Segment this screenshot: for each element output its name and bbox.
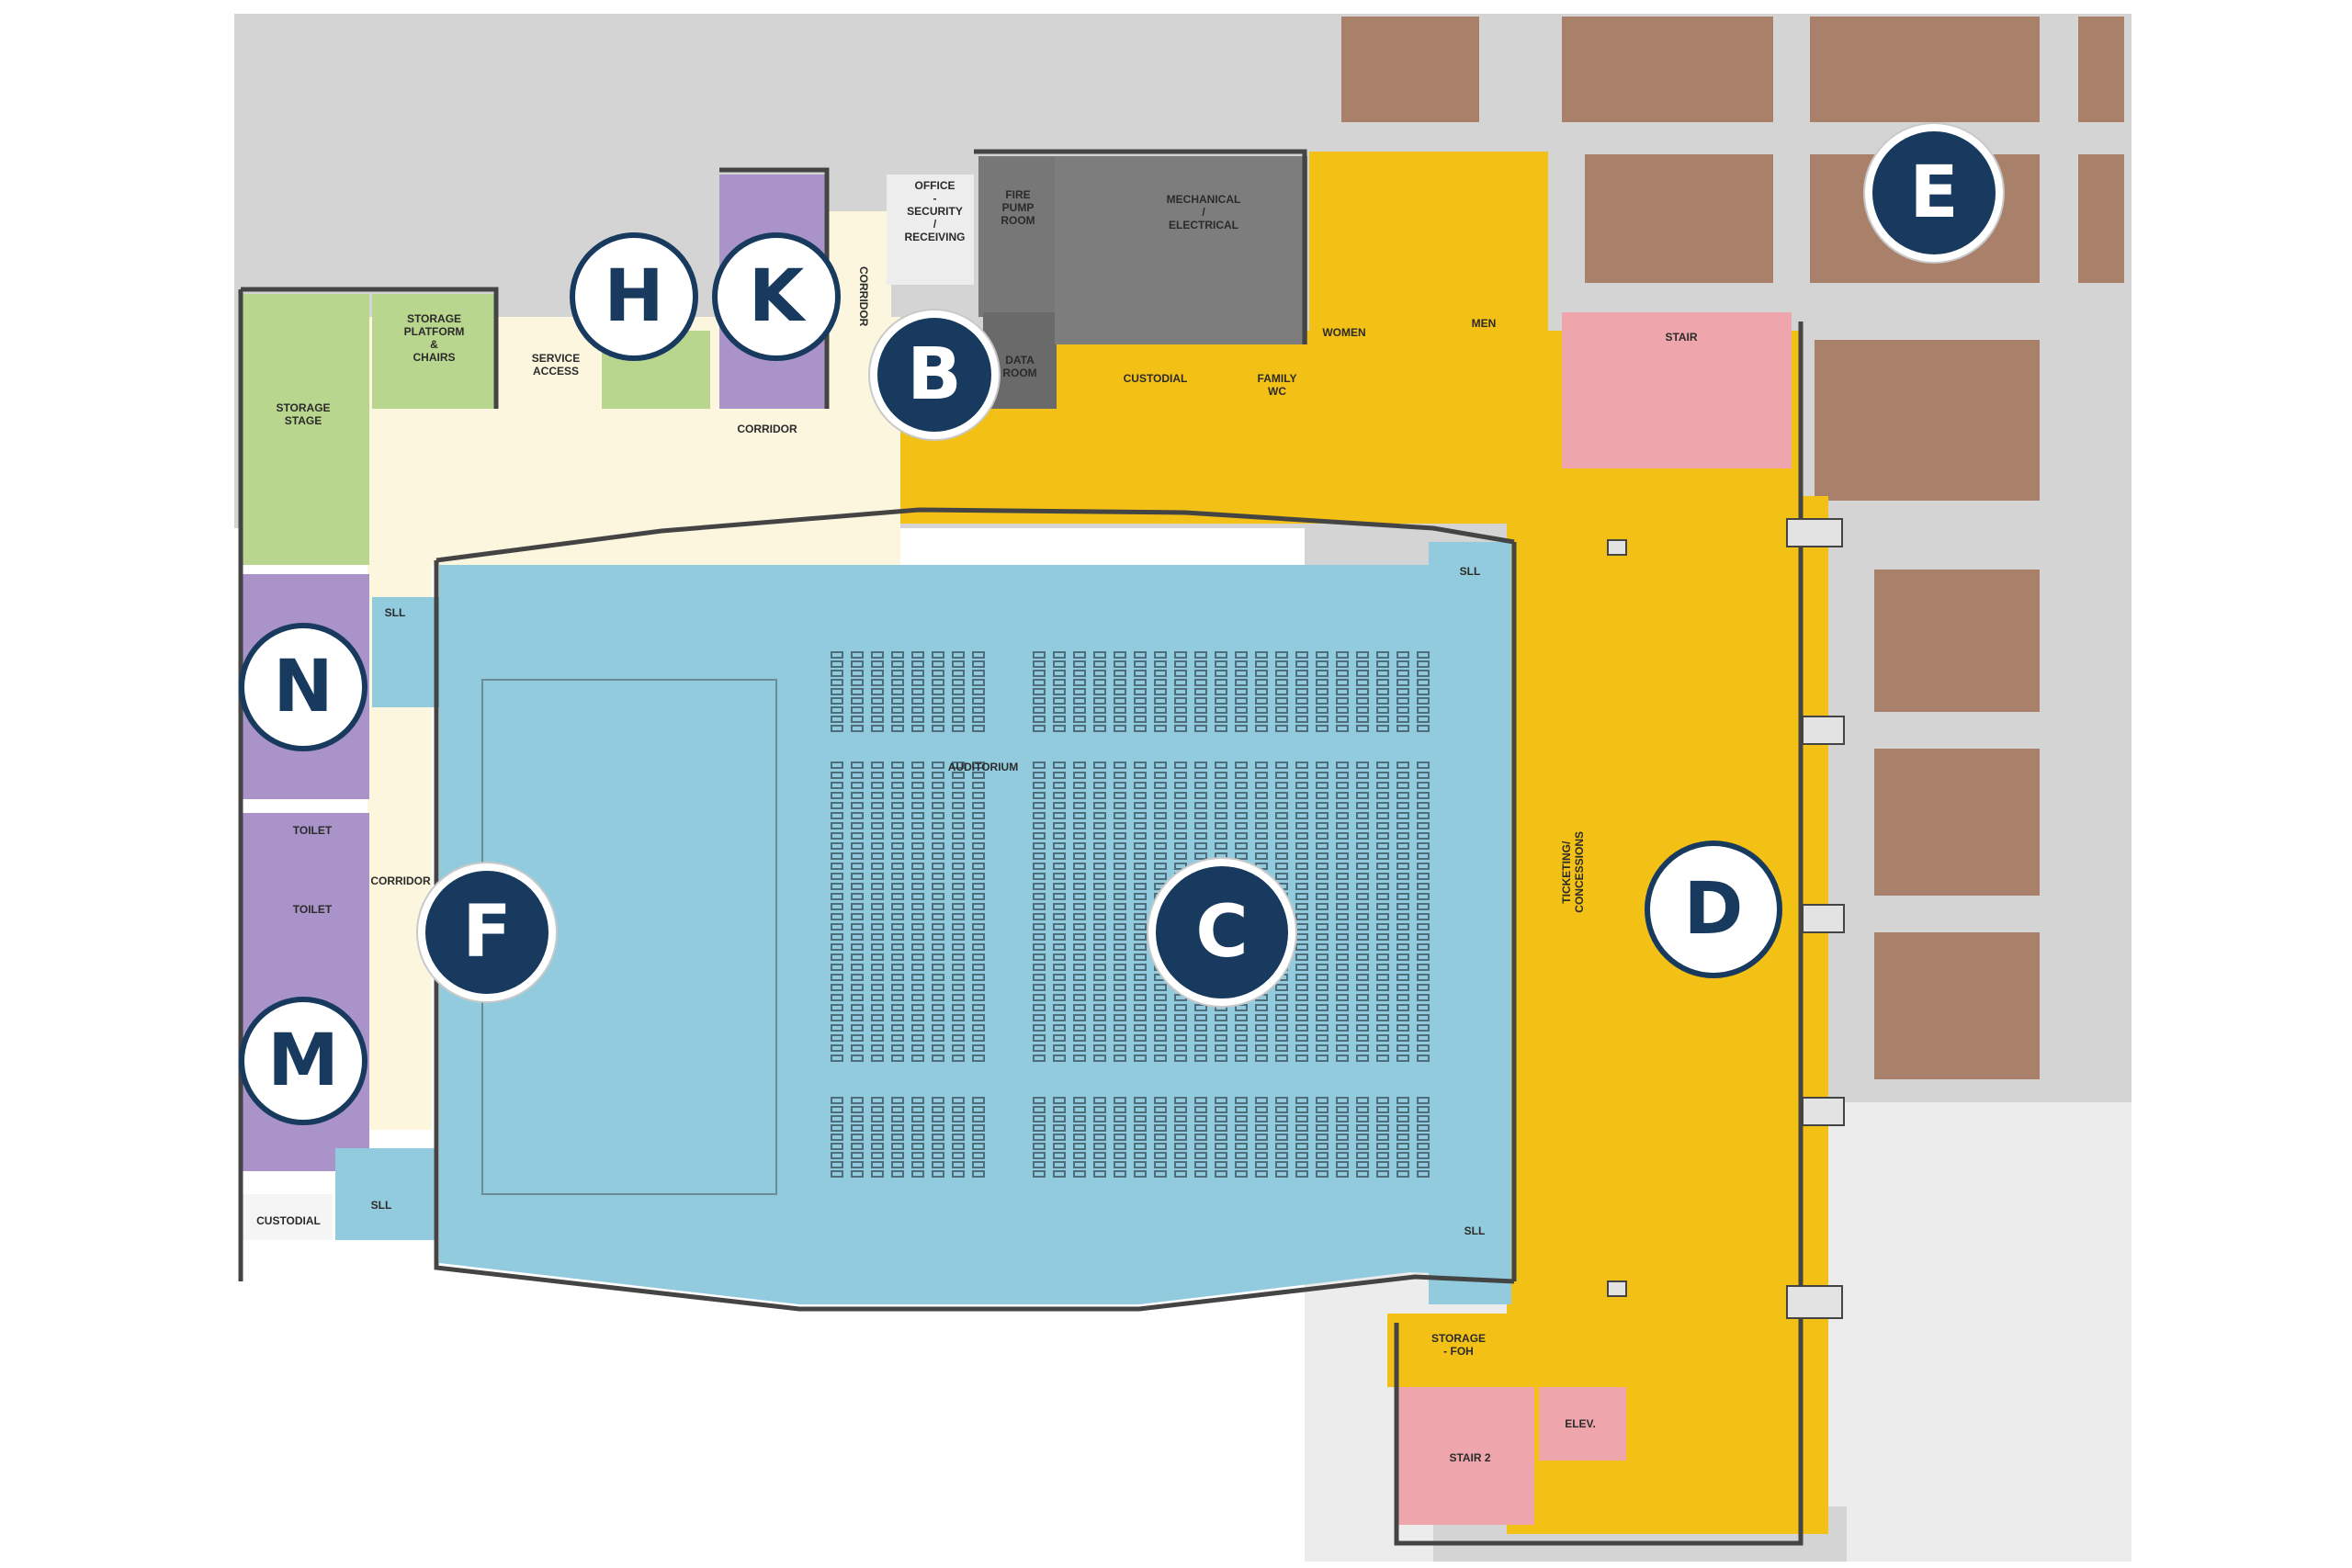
marker-c-letter: C [1195, 891, 1249, 974]
room-label-ticketing: TICKETING/ CONCESSIONS [1560, 831, 1586, 913]
room-label-toilet-2: TOILET [292, 903, 333, 916]
room-label-women: WOMEN [1322, 326, 1366, 339]
marker-n[interactable]: N [239, 623, 368, 751]
room-label-storage-foh: STORAGE - FOH [1430, 1332, 1487, 1358]
room-label-toilet-1: TOILET [292, 824, 333, 837]
marker-b-letter: B [907, 333, 962, 416]
room-label-sll-left-top: SLL [384, 606, 406, 619]
marker-e[interactable]: E [1865, 124, 2003, 262]
marker-b[interactable]: B [870, 310, 999, 439]
room-label-sll-right-bottom: SLL [1464, 1224, 1486, 1237]
storage-zone [241, 294, 710, 565]
room-label-mechanical: MECHANICAL / ELECTRICAL [1166, 193, 1241, 231]
walls [238, 149, 1804, 1546]
marker-h[interactable]: H [570, 232, 698, 361]
room-label-family-wc: FAMILY WC [1257, 372, 1297, 398]
room-label-corridor-vertical: CORRIDOR [857, 266, 870, 327]
marker-c[interactable]: C [1148, 859, 1295, 1006]
sll-left-bottom-room [335, 1148, 436, 1240]
sll-left-top-room [372, 597, 441, 707]
marker-e-letter: E [1909, 152, 1959, 234]
sll-right-top-room [1429, 542, 1511, 638]
marker-f-letter: F [462, 891, 512, 974]
room-label-stair-2: STAIR 2 [1449, 1451, 1491, 1464]
room-label-fire-pump: FIRE PUMP ROOM [1001, 188, 1035, 227]
stair-zone [1396, 312, 1792, 1525]
marker-m-letter: M [267, 1020, 339, 1102]
marker-m[interactable]: M [239, 997, 368, 1125]
custodial-bottom-room [241, 1194, 333, 1240]
marker-h-letter: H [604, 255, 664, 338]
columns [1607, 518, 1845, 1319]
room-label-data-room: DATA ROOM [1002, 354, 1037, 379]
plaza-pavers [1341, 17, 2124, 1079]
room-label-storage-stage: STORAGE STAGE [276, 401, 331, 427]
room-label-storage-platform: STORAGE PLATFORM & CHAIRS [403, 312, 465, 364]
marker-n-letter: N [273, 646, 334, 728]
room-label-custodial-top: CUSTODIAL [1123, 372, 1188, 385]
room-label-corridor-top: CORRIDOR [737, 423, 797, 435]
sll-right-bottom-room [1429, 1203, 1511, 1304]
marker-k[interactable]: K [712, 232, 841, 361]
room-label-office: OFFICE - SECURITY / RECEIVING [904, 179, 966, 243]
room-label-sll-right-top: SLL [1459, 565, 1481, 578]
marker-d-letter: D [1683, 868, 1744, 951]
room-label-service-access: SERVICE ACCESS [531, 352, 581, 378]
mechanical-zone [887, 156, 1307, 409]
marker-f[interactable]: F [418, 863, 556, 1001]
marker-k-letter: K [748, 255, 805, 338]
room-label-corridor-left: CORRIDOR [370, 874, 431, 887]
room-label-men: MEN [1471, 317, 1497, 330]
room-label-auditorium: AUDITORIUM [947, 761, 1019, 773]
marker-d[interactable]: D [1645, 840, 1782, 978]
room-label-sll-left-bottom: SLL [370, 1199, 392, 1212]
room-label-custodial-bottom: CUSTODIAL [256, 1214, 321, 1227]
room-label-stair: STAIR [1665, 331, 1698, 344]
room-label-elevator: ELEV. [1565, 1417, 1596, 1430]
